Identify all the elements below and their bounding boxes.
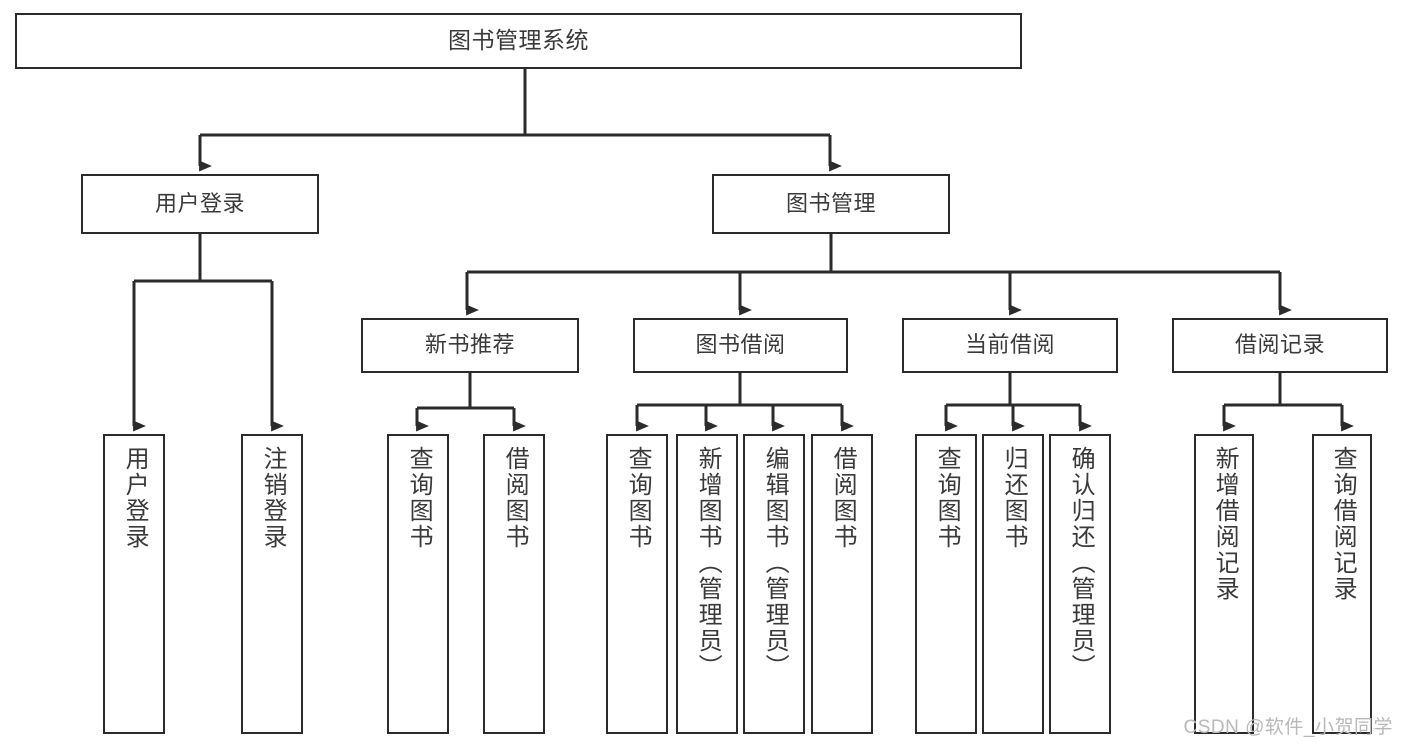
- node-label: 借阅记录: [1234, 332, 1325, 358]
- node-current-borrow[interactable]: 当前借阅: [902, 318, 1118, 373]
- node-label: 图书借阅: [695, 332, 786, 358]
- node-label: 注销登录: [259, 446, 287, 550]
- node-label: 新增图书（管理员）: [694, 446, 722, 680]
- node-new-book-recommend[interactable]: 新书推荐: [361, 318, 579, 373]
- node-book-management[interactable]: 图书管理: [712, 174, 950, 234]
- node-label: 借阅图书: [501, 446, 529, 550]
- node-label: 当前借阅: [964, 332, 1055, 358]
- leaf-confirm-return-admin[interactable]: 确认归还（管理员）: [1049, 434, 1111, 734]
- leaf-return-book[interactable]: 归还图书: [982, 434, 1044, 734]
- leaf-query-book-current[interactable]: 查询图书: [915, 434, 977, 734]
- node-borrow-record[interactable]: 借阅记录: [1172, 318, 1388, 373]
- leaf-query-book-recommend[interactable]: 查询图书: [387, 434, 449, 734]
- node-label: 编辑图书（管理员）: [761, 446, 789, 680]
- leaf-query-borrow-record[interactable]: 查询借阅记录: [1312, 434, 1372, 734]
- node-label: 新书推荐: [424, 332, 515, 358]
- node-label: 借阅图书: [829, 446, 857, 550]
- node-label: 用户登录: [121, 446, 149, 550]
- leaf-edit-book-admin[interactable]: 编辑图书（管理员）: [743, 434, 805, 734]
- node-label: 图书管理: [785, 190, 876, 216]
- leaf-query-book-borrow[interactable]: 查询图书: [606, 434, 668, 734]
- node-label: 查询借阅记录: [1329, 446, 1357, 602]
- node-label: 新增借阅记录: [1211, 446, 1239, 602]
- node-label: 查询图书: [405, 446, 433, 550]
- node-label: 查询图书: [933, 446, 961, 550]
- node-label: 图书管理系统: [448, 27, 589, 54]
- leaf-user-login[interactable]: 用户登录: [103, 434, 165, 734]
- leaf-borrow-book-recommend[interactable]: 借阅图书: [483, 434, 545, 734]
- leaf-add-book-admin[interactable]: 新增图书（管理员）: [676, 434, 738, 734]
- leaf-add-borrow-record[interactable]: 新增借阅记录: [1194, 434, 1254, 734]
- leaf-user-logout[interactable]: 注销登录: [241, 434, 303, 734]
- node-label: 确认归还（管理员）: [1067, 446, 1095, 680]
- node-label: 查询图书: [624, 446, 652, 550]
- leaf-borrow-book[interactable]: 借阅图书: [811, 434, 873, 734]
- node-user-login[interactable]: 用户登录: [81, 174, 319, 234]
- node-label: 用户登录: [154, 190, 245, 216]
- node-label: 归还图书: [1000, 446, 1028, 550]
- node-root-system[interactable]: 图书管理系统: [15, 13, 1022, 69]
- node-book-borrow[interactable]: 图书借阅: [633, 318, 848, 373]
- watermark: CSDN @软件_小贺同学: [1183, 717, 1393, 738]
